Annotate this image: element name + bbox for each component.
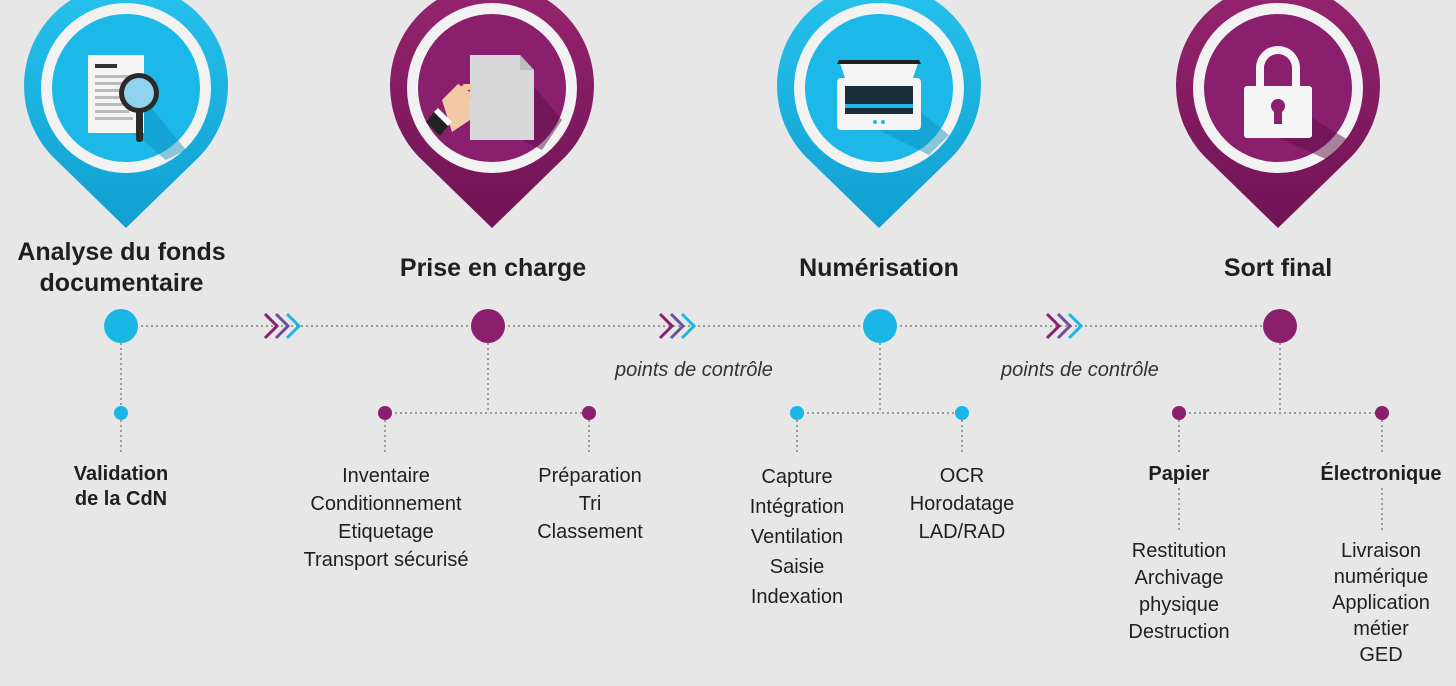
chevrons-3: [1045, 312, 1084, 340]
list-item: Capture: [761, 466, 833, 488]
step-title-analyse: Analyse du fonds documentaire: [0, 237, 243, 299]
step-dot-prise: [471, 309, 505, 343]
list-item: Indexation: [750, 586, 844, 608]
step-title-sort: Sort final: [1180, 253, 1376, 284]
sub-dot: [378, 406, 392, 420]
step-dot-analyse: [104, 309, 138, 343]
chevrons-2: [658, 312, 697, 340]
list-item: Conditionnement: [310, 493, 462, 515]
list-item: Classement: [537, 521, 643, 543]
folder-hand-icon: [426, 55, 562, 150]
step-title-line: Numérisation: [799, 254, 959, 282]
pin-sort: [1176, 0, 1380, 228]
sub-dot: [582, 406, 596, 420]
sub-dot: [114, 406, 128, 420]
sub-dot: [1172, 406, 1186, 420]
list-item: Livraison numérique: [1333, 540, 1429, 588]
list-item: Archivage physique: [1134, 567, 1224, 616]
chevrons-1: [263, 312, 302, 340]
list-item: Intégration: [749, 496, 845, 518]
document-search-icon: [88, 55, 186, 160]
list-item: Horodatage: [909, 493, 1015, 515]
step-title-line: Analyse du fonds: [17, 238, 226, 266]
pin-prise: [390, 0, 594, 228]
list-item: Etiquetage: [338, 521, 434, 543]
list-item: Préparation: [538, 465, 642, 487]
step-title-line: Sort final: [1223, 254, 1333, 282]
sub-dot: [1375, 406, 1389, 420]
list-item: Ventilation: [750, 526, 844, 548]
control-points-label: points de contrôle: [1001, 359, 1159, 381]
prise-right-list: Préparation Tri Classement: [514, 462, 666, 546]
list-item: GED: [1359, 644, 1403, 666]
list-item: Inventaire: [342, 465, 430, 487]
control-points-label: points de contrôle: [615, 359, 773, 381]
numerisation-right-list: OCR Horodatage LAD/RAD: [887, 462, 1037, 546]
validation-line: Validation: [73, 463, 169, 485]
list-item: Application métier: [1332, 592, 1430, 640]
pin-analyse: [24, 0, 228, 228]
step-title-prise: Prise en charge: [388, 253, 598, 284]
validation-label: Validation de la CdN: [40, 462, 202, 512]
list-item: Tri: [578, 493, 602, 515]
list-item: LAD/RAD: [918, 521, 1006, 543]
step-title-numerisation: Numérisation: [779, 253, 979, 284]
step-dot-numerisation: [863, 309, 897, 343]
electronique-label: Électronique: [1320, 463, 1442, 485]
papier-list: Restitution Archivage physique Destructi…: [1104, 538, 1254, 646]
scanner-icon: [837, 60, 949, 155]
numerisation-left-list: Capture Intégration Ventilation Saisie I…: [722, 462, 872, 612]
list-item: OCR: [939, 465, 985, 487]
electronique-list: Livraison numérique Application métier G…: [1306, 538, 1456, 668]
list-item: Transport sécurisé: [303, 549, 469, 571]
sub-dot: [790, 406, 804, 420]
branch-connectors: [120, 343, 1383, 530]
list-item: Saisie: [769, 556, 825, 578]
padlock-icon: [1244, 46, 1348, 160]
prise-left-list: Inventaire Conditionnement Etiquetage Tr…: [280, 462, 492, 574]
pin-numerisation: [777, 0, 981, 228]
step-title-line: Prise en charge: [399, 254, 587, 282]
sub-dot: [955, 406, 969, 420]
list-item: Restitution: [1131, 540, 1227, 562]
step-dot-sort: [1263, 309, 1297, 343]
papier-label: Papier: [1148, 463, 1210, 485]
step-title-line: documentaire: [39, 269, 204, 297]
list-item: Destruction: [1128, 621, 1230, 643]
validation-line: de la CdN: [74, 488, 168, 510]
